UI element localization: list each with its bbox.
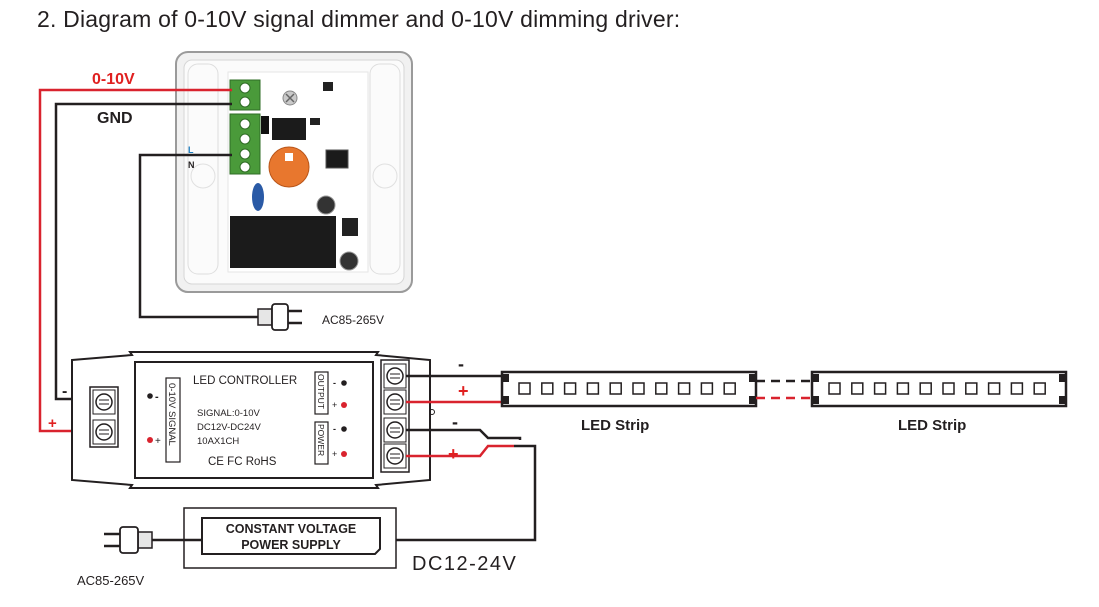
power-terminal-minus (383, 417, 407, 443)
led-strip-2-label: LED Strip (898, 417, 966, 434)
led-chip (700, 382, 714, 395)
led-chip (942, 382, 955, 395)
controller-certs: CE FC RoHS (208, 456, 277, 468)
potentiometer-knob (268, 146, 310, 188)
power-black-wire (406, 428, 522, 440)
led-chip (851, 382, 864, 395)
led-strip-1-label: LED Strip (581, 417, 649, 434)
led-strip-1 (500, 370, 758, 408)
signal-plus-symbol: + (155, 436, 161, 447)
terminal-label-l: L (188, 145, 194, 155)
power-terminal-plus (383, 443, 407, 469)
led-chip (655, 382, 668, 395)
led-chip (965, 382, 978, 395)
led-chip (541, 382, 554, 395)
psu-mains-plug-icon (104, 526, 153, 554)
output-box-label: OUTPUT (316, 374, 326, 409)
diagram-title: 2. Diagram of 0-10V signal dimmer and 0-… (37, 6, 681, 32)
led-chip (586, 382, 600, 395)
led-chip (896, 382, 910, 395)
signal-box-label: 0-10V SIGNAL (166, 383, 177, 446)
signal-terminal-minus (92, 389, 116, 415)
psu-label-line2: POWER SUPPLY (241, 538, 341, 552)
wire-mark-power-minus: - (452, 412, 458, 432)
psu-dc-wire (380, 444, 537, 542)
power-red-wire (406, 444, 514, 458)
constant-voltage-power-supply: CONSTANT VOLTAGE POWER SUPPLY (183, 507, 397, 569)
led-chip (1010, 382, 1024, 395)
terminal-label-n: N (188, 160, 195, 170)
wire-mark-signal-minus: - (62, 383, 67, 400)
power-minus-symbol: - (333, 424, 336, 434)
label-gnd: GND (97, 110, 133, 127)
signal-terminal-plus (92, 419, 116, 445)
output-terminal-plus (383, 389, 407, 415)
mains-wire-dimmer (138, 153, 258, 319)
led-controller: 0-10V SIGNAL - + LED CONTROLLER SIGNAL:0… (71, 351, 435, 489)
dimmer-mains-label: AC85-265V (322, 313, 384, 327)
signal-red-wire (38, 88, 232, 433)
controller-spec-voltage: DC12V-DC24V (197, 422, 262, 433)
led-chip (1033, 382, 1046, 395)
psu-output-label: DC12-24V (412, 553, 517, 575)
mains-plug-icon (257, 303, 302, 331)
led-strip-2 (810, 370, 1068, 408)
led-chip (518, 382, 531, 395)
led-chip (828, 382, 841, 395)
controller-spec-current: 10AX1CH (197, 436, 239, 447)
led-chip (609, 382, 622, 395)
signal-minus-symbol: - (155, 391, 159, 403)
wire-mark-power-plus: + (448, 444, 459, 464)
output-plus-symbol: + (332, 400, 337, 410)
psu-label-line1: CONSTANT VOLTAGE (226, 522, 357, 536)
led-chip (632, 382, 645, 395)
led-chip (873, 382, 887, 395)
wire-mark-strip-minus: - (458, 354, 464, 374)
controller-spec-signal: SIGNAL:0-10V (197, 408, 260, 419)
output-minus-symbol: - (333, 378, 336, 388)
green-terminal-block (229, 79, 261, 175)
power-plus-symbol: + (332, 449, 337, 459)
led-chip (677, 382, 691, 395)
led-chip (723, 382, 736, 395)
wire-mark-strip-plus: + (458, 381, 469, 401)
power-box-label: POWER (316, 424, 326, 456)
output-terminal-minus (383, 363, 407, 389)
led-chip (919, 382, 932, 395)
label-0-10v: 0-10V (92, 71, 135, 88)
controller-title: LED CONTROLLER (193, 375, 297, 387)
led-chip (987, 382, 1001, 395)
psu-mains-label: AC85-265V (77, 573, 145, 588)
led-chip (563, 382, 577, 395)
dimmer-panel (175, 51, 413, 293)
wire-mark-signal-plus: + (48, 415, 57, 432)
